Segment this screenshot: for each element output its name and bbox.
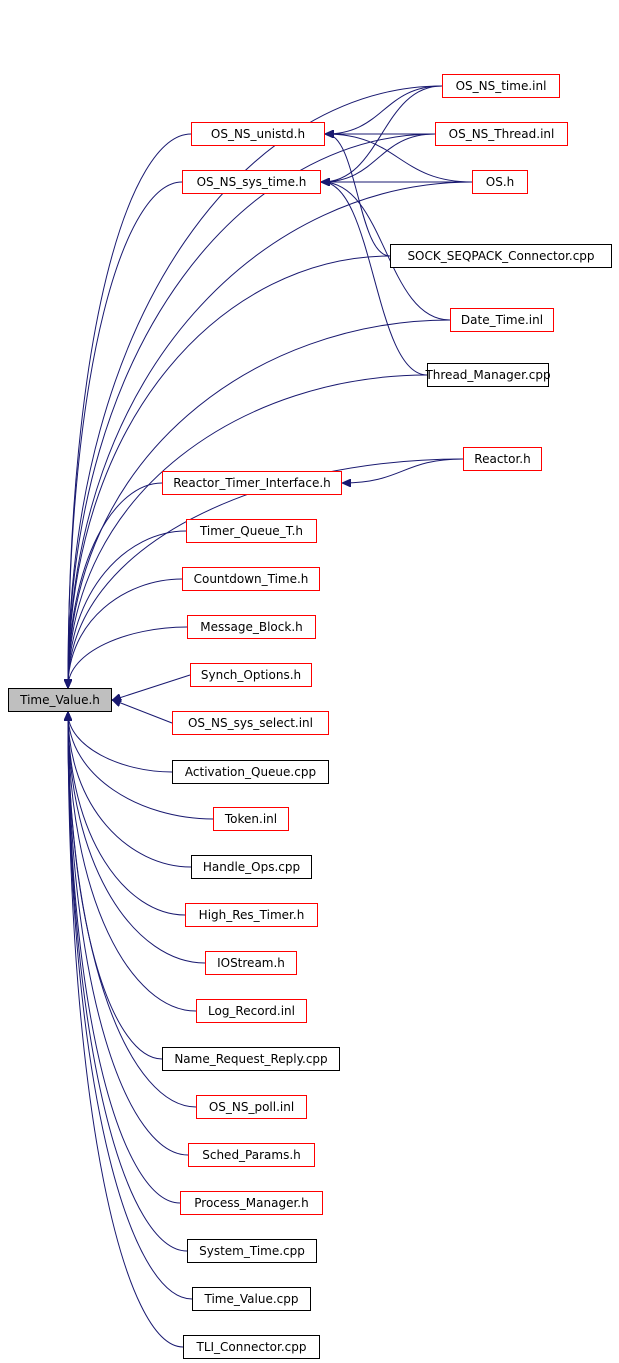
edge-os_ns_time_inl-to-time_value_h [68,85,443,687]
edge-date_time_inl-to-time_value_h [68,319,451,687]
node-timer-queue-t-h[interactable]: Timer_Queue_T.h [186,519,317,543]
node-os-h[interactable]: OS.h [472,170,528,194]
edge-activation_queue_cpp-to-time_value_h [68,713,173,773]
edge-os_ns_thread_inl-to-time_value_h [68,133,436,687]
edge-synch_options_h-to-time_value_h [113,674,191,700]
edge-handle_ops_cpp-to-time_value_h [68,713,192,868]
node-reactor-h[interactable]: Reactor.h [463,447,542,471]
node-synch-options-h[interactable]: Synch_Options.h [190,663,312,687]
edge-name_request_reply_cpp-to-time_value_h [68,713,163,1060]
node-os-ns-sys-time-h[interactable]: OS_NS_sys_time.h [182,170,321,194]
node-reactor-timer-interface-h[interactable]: Reactor_Timer_Interface.h [162,471,342,495]
node-os-ns-thread-inl[interactable]: OS_NS_Thread.inl [435,122,568,146]
node-process-manager-h[interactable]: Process_Manager.h [180,1191,323,1215]
node-activation-queue-cpp[interactable]: Activation_Queue.cpp [172,760,329,784]
node-countdown-time-h[interactable]: Countdown_Time.h [182,567,320,591]
edge-os_ns_unistd_h-to-time_value_h [68,133,192,687]
edge-os_ns_time_inl-to-os_ns_unistd_h [326,85,443,134]
edge-iostream_h-to-time_value_h [68,713,206,964]
node-high-res-timer-h[interactable]: High_Res_Timer.h [185,903,318,927]
edge-process_manager_h-to-time_value_h [68,713,181,1204]
edge-time_value_cpp-to-time_value_h [68,713,193,1300]
edge-sched_params_h-to-time_value_h [68,713,189,1156]
edge-os_h-to-os_ns_unistd_h [326,134,473,183]
node-thread-manager-cpp[interactable]: Thread_Manager.cpp [425,363,551,387]
edge-reactor_h-to-reactor_timer_interface_h [343,458,464,483]
edge-sock_seqpack_connector_cpp-to-time_value_h [68,255,391,687]
node-time-value-cpp[interactable]: Time_Value.cpp [192,1287,311,1311]
node-name-request-reply-cpp[interactable]: Name_Request_Reply.cpp [162,1047,340,1071]
node-os-ns-poll-inl[interactable]: OS_NS_poll.inl [196,1095,307,1119]
edge-layer [68,85,473,1348]
node-os-ns-unistd-h[interactable]: OS_NS_unistd.h [191,122,325,146]
edge-timer_queue_t_h-to-time_value_h [68,530,187,687]
node-handle-ops-cpp[interactable]: Handle_Ops.cpp [191,855,312,879]
node-message-block-h[interactable]: Message_Block.h [187,615,316,639]
edge-reactor_h-to-time_value_h [68,458,464,687]
node-sock-seqpack-connector-cpp[interactable]: SOCK_SEQPACK_Connector.cpp [390,244,612,268]
edge-sock_seqpack_connector_cpp-to-os_ns_unistd_h [326,134,391,257]
edge-os_ns_time_inl-to-os_ns_sys_time_h [322,85,443,182]
edge-os_ns_sys_select_inl-to-time_value_h [113,700,173,724]
edge-thread_manager_cpp-to-os_ns_sys_time_h [322,182,428,376]
node-time-value-h: Time_Value.h [8,688,112,712]
edge-os_ns_poll_inl-to-time_value_h [68,713,197,1108]
node-tli-connector-cpp[interactable]: TLI_Connector.cpp [183,1335,320,1359]
edge-os_ns_thread_inl-to-os_ns_sys_time_h [322,133,436,182]
edge-thread_manager_cpp-to-time_value_h [68,374,428,687]
node-token-inl[interactable]: Token.inl [213,807,289,831]
edge-countdown_time_h-to-time_value_h [68,578,183,687]
node-os-ns-sys-select-inl[interactable]: OS_NS_sys_select.inl [172,711,329,735]
node-date-time-inl[interactable]: Date_Time.inl [450,308,554,332]
edge-tli_connector_cpp-to-time_value_h [68,713,184,1348]
edge-system_time_cpp-to-time_value_h [68,713,188,1252]
edge-os_h-to-time_value_h [68,181,473,687]
edge-message_block_h-to-time_value_h [68,626,188,687]
edge-reactor_timer_interface_h-to-time_value_h [68,482,163,687]
edge-high_res_timer_h-to-time_value_h [68,713,186,916]
node-os-ns-time-inl[interactable]: OS_NS_time.inl [442,74,560,98]
node-iostream-h[interactable]: IOStream.h [205,951,297,975]
node-system-time-cpp[interactable]: System_Time.cpp [187,1239,317,1263]
node-sched-params-h[interactable]: Sched_Params.h [188,1143,315,1167]
edge-token_inl-to-time_value_h [68,713,214,820]
edge-date_time_inl-to-os_ns_sys_time_h [322,182,451,321]
node-log-record-inl[interactable]: Log_Record.inl [196,999,307,1023]
edge-log_record_inl-to-time_value_h [68,713,197,1012]
edge-os_ns_sys_time_h-to-time_value_h [68,181,183,687]
